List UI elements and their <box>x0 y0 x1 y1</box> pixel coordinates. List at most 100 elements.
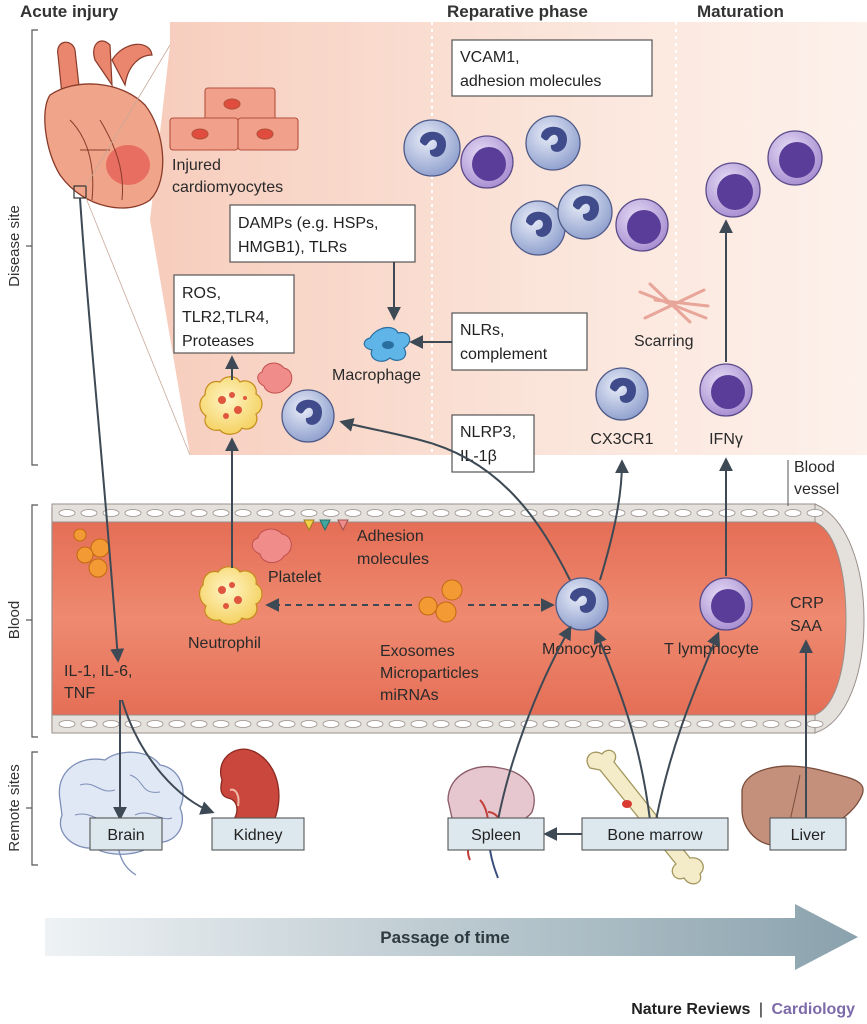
endothelial-cell <box>696 509 714 517</box>
endothelial-cell <box>542 720 560 728</box>
endothelial-cell <box>300 720 318 728</box>
endothelial-cell <box>498 509 516 517</box>
endothelial-cell <box>630 509 648 517</box>
heart-zoom-line-1 <box>85 44 171 187</box>
svg-text:Brain: Brain <box>107 827 144 844</box>
endothelial-cell <box>58 509 76 517</box>
label-mirnas: miRNAs <box>380 687 439 704</box>
time-arrow-label: Passage of time <box>380 928 509 947</box>
endothelial-cell <box>366 720 384 728</box>
endothelial-cell <box>344 509 362 517</box>
label-crp: CRP <box>790 595 824 612</box>
heart-icon <box>44 40 164 209</box>
endothelial-cell <box>608 720 626 728</box>
svg-text:Spleen: Spleen <box>471 827 521 844</box>
endothelium-pattern <box>58 509 824 728</box>
label-cardiomyocytes: cardiomyocytes <box>172 179 283 196</box>
endothelial-cell <box>696 720 714 728</box>
endothelial-cell <box>630 720 648 728</box>
endothelial-cell <box>256 720 274 728</box>
endothelial-cell <box>652 509 670 517</box>
svg-text:complement: complement <box>460 346 548 363</box>
endothelial-cell <box>344 720 362 728</box>
time-arrow: Passage of time <box>45 904 858 970</box>
label-cx3cr1: CX3CR1 <box>590 431 653 448</box>
endothelial-cell <box>234 720 252 728</box>
box-nlrs: NLRs, complement <box>451 312 588 371</box>
endothelial-cell <box>278 509 296 517</box>
endothelial-cell <box>806 509 824 517</box>
svg-text:Proteases: Proteases <box>182 333 254 350</box>
label-microparticles: Microparticles <box>380 665 479 682</box>
box-ros: ROS, TLR2,TLR4, Proteases <box>173 274 295 354</box>
svg-text:Kidney: Kidney <box>234 827 283 844</box>
endothelial-cell <box>542 509 560 517</box>
ifng-lymphocyte-icon <box>699 363 753 417</box>
svg-text:adhesion molecules: adhesion molecules <box>460 73 601 90</box>
t-lymphocyte-blood-icon <box>699 577 753 631</box>
monocyte-cell-icon <box>510 200 566 256</box>
endothelial-cell <box>124 720 142 728</box>
endothelial-cell <box>322 720 340 728</box>
label-blood-vessel-1: Blood <box>794 459 835 476</box>
arrow-cytokines-kidney <box>121 699 215 815</box>
endothelial-cell <box>432 509 450 517</box>
endothelial-cell <box>278 720 296 728</box>
side-label-disease-site: Disease site <box>6 205 23 287</box>
endothelial-cell <box>564 720 582 728</box>
brain-icon <box>58 751 184 876</box>
endothelial-cell <box>168 509 186 517</box>
endothelial-cell <box>410 720 428 728</box>
monocyte-blood-icon <box>555 577 609 631</box>
label-ifng: IFNγ <box>709 431 743 448</box>
label-neutrophil: Neutrophil <box>188 635 261 652</box>
side-label-remote-sites: Remote sites <box>6 764 23 852</box>
endothelial-cell <box>256 509 274 517</box>
cardiomyocytes-icon <box>169 87 299 151</box>
label-scarring: Scarring <box>634 333 694 350</box>
phase-acute: Acute injury <box>20 2 119 21</box>
svg-text:VCAM1,: VCAM1, <box>460 49 520 66</box>
endothelial-cell <box>652 720 670 728</box>
remote-box-kidney: Kidney <box>211 817 305 851</box>
remote-box-brain: Brain <box>89 817 163 851</box>
endothelial-cell <box>58 720 76 728</box>
endothelial-cell <box>586 509 604 517</box>
endothelial-cell <box>212 509 230 517</box>
endothelial-cell <box>410 509 428 517</box>
bone-icon <box>586 749 704 885</box>
box-nlrp3: NLRP3, IL-1β <box>451 414 535 473</box>
svg-text:Bone marrow: Bone marrow <box>607 827 703 844</box>
side-brackets <box>26 29 38 866</box>
label-monocyte: Monocyte <box>542 641 611 658</box>
endothelial-cell <box>674 509 692 517</box>
svg-text:Liver: Liver <box>791 827 826 844</box>
svg-text:HMGB1), TLRs: HMGB1), TLRs <box>238 239 347 256</box>
label-adhesion-2: molecules <box>357 551 429 568</box>
endothelial-cell <box>146 720 164 728</box>
svg-text:DAMPs (e.g. HSPs,: DAMPs (e.g. HSPs, <box>238 215 378 232</box>
remote-box-bone-marrow: Bone marrow <box>581 817 729 851</box>
blood-vessel <box>51 503 865 734</box>
endothelial-cell <box>124 509 142 517</box>
endothelial-cell <box>806 720 824 728</box>
endothelial-cell <box>454 509 472 517</box>
endothelial-cell <box>190 720 208 728</box>
box-damps: DAMPs (e.g. HSPs, HMGB1), TLRs <box>229 204 416 263</box>
arrow-marrow-monocyte <box>593 629 651 821</box>
lymphocyte-cell-icon <box>705 162 761 218</box>
label-il-1: IL-1, IL-6, <box>64 663 132 680</box>
endothelial-cell <box>234 509 252 517</box>
monocyte-cell-icon <box>525 115 581 171</box>
endothelial-cell <box>520 720 538 728</box>
endothelial-cell <box>322 509 340 517</box>
side-label-blood: Blood <box>6 601 23 639</box>
label-il-2: TNF <box>64 685 95 702</box>
scarring-icon <box>638 282 710 324</box>
arrow-monocyte-tissue <box>339 418 571 581</box>
svg-text:IL-1β: IL-1β <box>460 448 497 465</box>
endothelial-cell <box>740 720 758 728</box>
endothelial-cell <box>146 509 164 517</box>
label-injured: Injured <box>172 157 221 174</box>
